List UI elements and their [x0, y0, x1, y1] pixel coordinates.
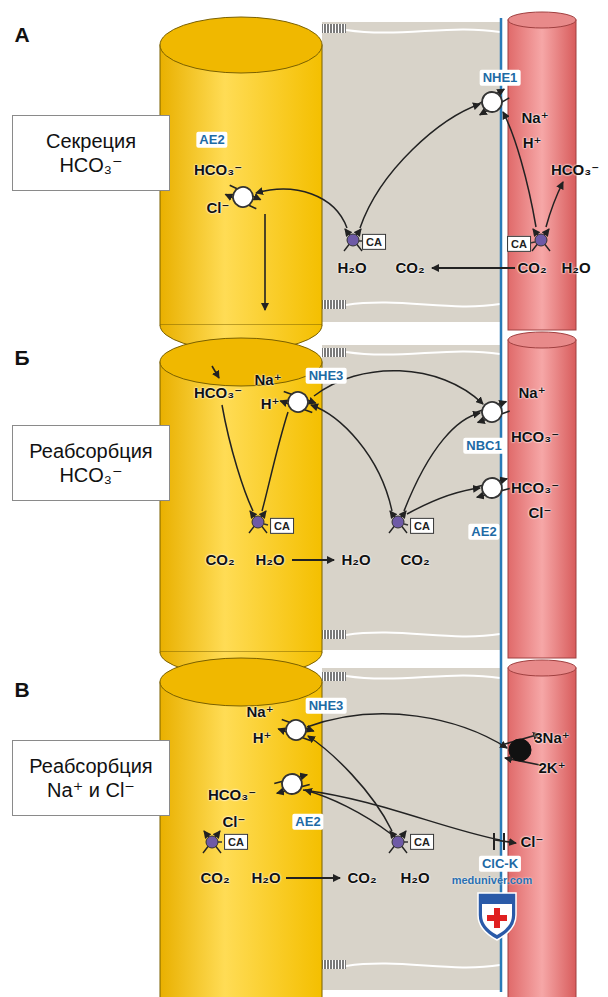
- enzyme-box: CA: [362, 234, 386, 250]
- transporter-name: ClC-K: [479, 856, 521, 872]
- process-box: Секреция HCO₃⁻: [12, 115, 170, 191]
- transporter-name: NHE3: [306, 368, 347, 384]
- enzyme-box: CA: [270, 518, 294, 534]
- panel-letter: Б: [14, 346, 29, 369]
- chemical-label: H₂O: [561, 260, 590, 277]
- enzyme-name: CA: [511, 237, 527, 251]
- chemical-label: Na⁺: [521, 110, 548, 127]
- chemical-label: Cl⁻: [529, 505, 552, 522]
- chemical-label: HCO₃⁻: [208, 787, 256, 804]
- enzyme-name: CA: [366, 235, 382, 249]
- transporter-name: NBC1: [463, 438, 504, 454]
- chemical-label: Na⁺: [254, 372, 281, 389]
- chemical-label: H₂O: [400, 870, 429, 887]
- enzyme-name: CA: [274, 519, 290, 533]
- transporter-name: NHE1: [480, 70, 521, 86]
- chemical-label: H₂O: [251, 870, 280, 887]
- chemical-label: HCO₃⁻: [511, 480, 559, 497]
- panel-letter: А: [14, 23, 29, 46]
- transporter-name: AE2: [196, 132, 227, 148]
- enzyme-box: CA: [410, 834, 434, 850]
- chemical-label: HCO₃⁻: [194, 385, 242, 402]
- chemical-label: HCO₃⁻: [194, 162, 242, 179]
- enzyme-box: CA: [507, 236, 531, 252]
- chemical-label: H⁺: [261, 396, 280, 413]
- chemical-label: H⁺: [253, 730, 272, 747]
- chemical-label: HCO₃⁻: [511, 429, 559, 446]
- process-box: Реабсорбция HCO₃⁻: [12, 425, 170, 501]
- chemical-label: CO₂: [400, 552, 429, 569]
- box-title: Реабсорбция Na⁺ и Cl⁻: [19, 754, 163, 802]
- process-box: Реабсорбция Na⁺ и Cl⁻: [12, 740, 170, 816]
- chemical-label: Na⁺: [518, 385, 545, 402]
- box-title: Реабсорбция HCO₃⁻: [19, 439, 163, 487]
- chemical-label: Na⁺: [246, 704, 273, 721]
- enzyme-box: CA: [410, 518, 434, 534]
- chemical-label: 3Na⁺: [534, 730, 569, 747]
- enzyme-name: CA: [414, 519, 430, 533]
- panel-letter: В: [14, 678, 29, 701]
- watermark: meduniver.com: [452, 874, 533, 886]
- chemical-label: 2K⁺: [538, 760, 565, 777]
- chemical-label: HCO₃⁻: [551, 162, 599, 179]
- enzyme-box: CA: [224, 834, 248, 850]
- transporter-name: AE2: [468, 524, 499, 540]
- chemical-label: H₂O: [255, 552, 284, 569]
- chemical-label: CO₂: [517, 260, 546, 277]
- box-title: Секреция HCO₃⁻: [19, 129, 163, 177]
- chemical-label: CO₂: [200, 870, 229, 887]
- chemical-label: Cl⁻: [521, 834, 544, 851]
- chemical-label: H₂O: [337, 260, 366, 277]
- enzyme-name: CA: [414, 835, 430, 849]
- transporter-name: NHE3: [306, 698, 347, 714]
- chemical-label: Cl⁻: [223, 814, 246, 831]
- chemical-label: H⁺: [523, 135, 542, 152]
- transporter-name: AE2: [292, 814, 323, 830]
- chemical-label: CO₂: [347, 870, 376, 887]
- chemical-label: CO₂: [395, 260, 424, 277]
- enzyme-name: CA: [228, 835, 244, 849]
- chemical-label: H₂O: [341, 552, 370, 569]
- chemical-label: CO₂: [205, 552, 234, 569]
- chemical-label: Cl⁻: [207, 200, 230, 217]
